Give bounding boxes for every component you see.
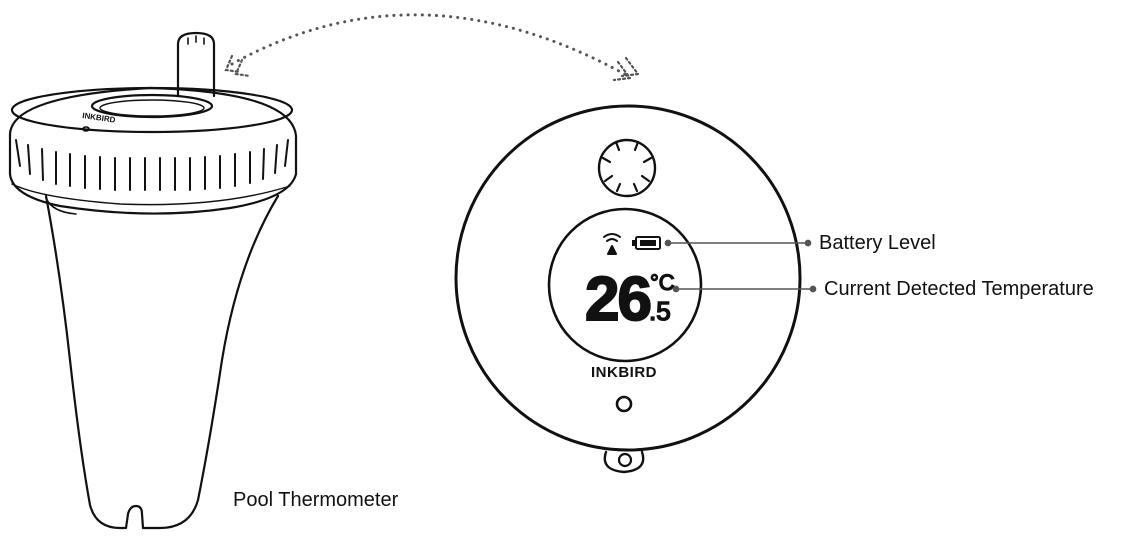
wireless-link-arrow <box>224 13 641 82</box>
pool-thermometer-illustration <box>8 31 298 530</box>
power-button <box>615 395 633 413</box>
collar-ring <box>8 172 298 215</box>
arrowhead-left <box>224 54 242 74</box>
temperature-value: 26 <box>585 265 650 334</box>
pool-thermometer-label: Pool Thermometer <box>233 489 399 511</box>
callout-battery-line <box>664 239 812 247</box>
hanging-hook <box>603 450 645 474</box>
display-unit-illustration <box>454 104 802 474</box>
temperature-label: Current Detected Temperature <box>824 278 1094 300</box>
antenna <box>176 31 216 98</box>
display-unit-housing <box>454 104 802 452</box>
battery-icon <box>632 236 661 250</box>
wifi-icon <box>603 233 621 255</box>
thermometer-body <box>44 194 280 530</box>
display-unit-brand: INKBIRD <box>591 364 657 381</box>
lcd-screen <box>547 207 703 363</box>
sensor-grille <box>597 138 657 198</box>
callout-temperature-line <box>672 285 817 293</box>
temperature-unit: °C <box>650 270 675 295</box>
battery-level-label: Battery Level <box>819 232 936 254</box>
cap-recess <box>90 93 214 119</box>
grip-ridges <box>15 139 289 191</box>
temperature-decimal: .5 <box>649 296 671 326</box>
arrowhead-right <box>612 60 633 82</box>
